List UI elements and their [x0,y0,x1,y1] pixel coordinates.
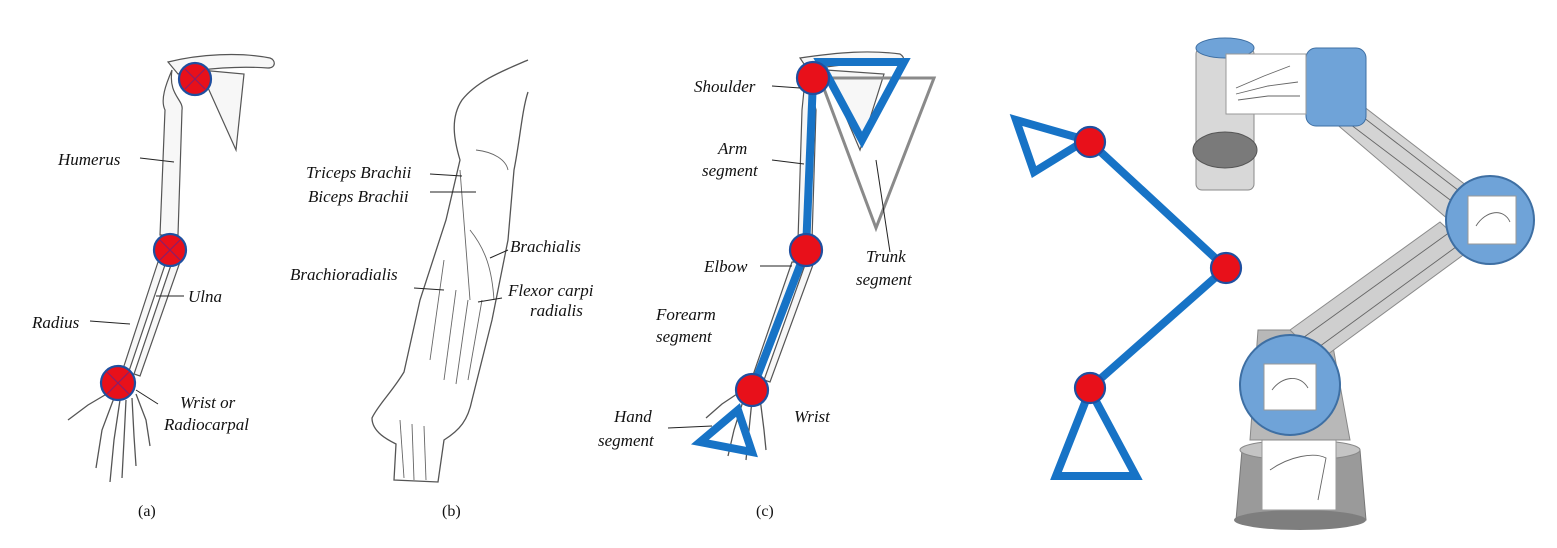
label-brachialis: Brachialis [510,237,581,256]
caption-b: (b) [442,503,461,520]
panel-b-muscle-arm [371,59,529,483]
panel-b-leaders [413,173,509,303]
label-brachioradialis: Brachioradialis [290,265,398,284]
kinematic-chain [1009,114,1243,480]
chain-joint-1 [1073,125,1107,159]
label-forearm: Forearm [655,305,716,324]
panel-a-joints [99,61,213,402]
label-triceps-brachii: Triceps Brachii [306,163,412,182]
panel-c-leaders [667,85,891,429]
forearm-segment-line [746,244,812,396]
label-radialis: radialis [530,301,583,320]
caption-a: (a) [138,503,156,520]
label-humerus: Humerus [57,150,121,169]
hand-segment-triangle [691,403,758,458]
trunk-segment-triangle [813,58,911,149]
label-flexor-carpi: Flexor carpi [507,281,594,300]
label-forearm-segment: segment [656,327,713,346]
chain-base-triangle [1009,114,1096,179]
label-arm-segment: segment [702,161,759,180]
label-biceps-brachii: Biceps Brachii [308,187,409,206]
label-elbow: Elbow [703,257,748,276]
label-hand-segment: segment [598,431,655,450]
label-arm: Arm [717,139,747,158]
shoulder-marker [795,60,831,96]
panel-a-leaders [89,157,184,405]
label-trunk: Trunk [866,247,906,266]
chain-link-upper [1084,136,1232,274]
base-scapula-inset [1261,439,1337,511]
label-trunk-segment: segment [856,270,913,289]
arm-segment-line [801,75,818,255]
caption-c: (c) [756,503,774,520]
robot-lower-joint-inset [1263,363,1317,411]
chain-joint-3 [1073,371,1107,405]
chain-joint-2 [1209,251,1243,285]
robot-arm-illustration [1192,37,1535,530]
chain-link-lower [1084,262,1232,394]
robot-head-cap [1305,47,1367,127]
label-wrist-or: Wrist or [180,393,236,412]
robot-head-hand-inset [1225,53,1307,115]
label-wrist: Wrist [794,407,831,426]
robot-upper-joint-inset [1467,195,1517,245]
label-radiocarpal: Radiocarpal [163,415,249,434]
label-ulna: Ulna [188,287,222,306]
chain-end-triangle [1050,380,1143,480]
label-radius: Radius [31,313,80,332]
elbow-marker [788,232,824,268]
panel-c-joints [734,60,831,408]
label-shoulder: Shoulder [694,77,756,96]
label-hand: Hand [613,407,652,426]
trunk-outline-triangle [817,76,937,233]
wrist-marker [734,372,770,408]
